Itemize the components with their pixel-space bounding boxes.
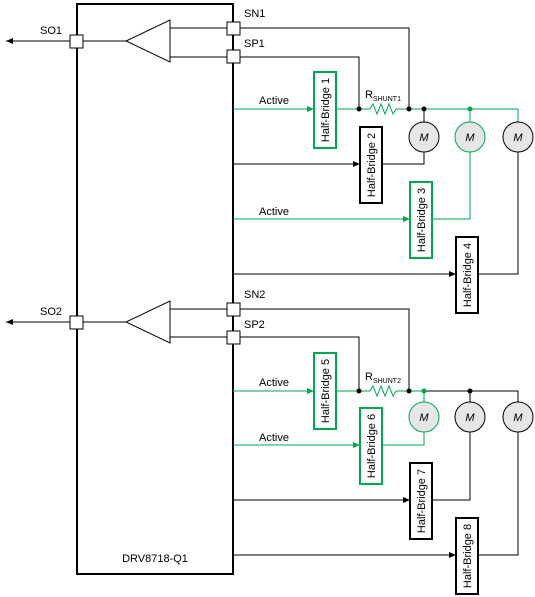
hb8-output-wire — [478, 432, 519, 556]
half-bridge-3-label: Half-Bridge 3 — [416, 188, 428, 252]
motor-1-label: M — [419, 132, 429, 144]
sp2-pin — [226, 330, 241, 345]
hb3-output-wire — [432, 152, 471, 220]
so1-label: SO1 — [40, 25, 62, 37]
half-bridge-7 — [409, 462, 433, 540]
shunt2-label: RSHUNT2 — [365, 371, 401, 385]
half-bridge-5-label: Half-Bridge 5 — [320, 359, 332, 423]
sp2-sense-wire — [240, 336, 360, 391]
half-bridge-4 — [455, 236, 479, 314]
sp2-label: SP2 — [244, 319, 265, 331]
half-bridge-1-label: Half-Bridge 1 — [320, 78, 332, 142]
node-dot — [356, 106, 362, 112]
hb6-active-label: Active — [259, 432, 289, 444]
so2-label: SO2 — [40, 306, 62, 318]
motor-6-label: M — [513, 412, 523, 424]
sn1-sense-wire — [240, 27, 410, 109]
node-dot — [406, 388, 412, 394]
half-bridge-4-label: Half-Bridge 4 — [462, 243, 474, 307]
node-dot — [421, 388, 427, 394]
hb5-active-label: Active — [259, 377, 289, 389]
node-dot — [406, 106, 412, 112]
shunt1-to-motors-wire — [396, 108, 519, 123]
half-bridge-7-label: Half-Bridge 7 — [416, 469, 428, 533]
hb3-active-label: Active — [259, 206, 289, 218]
node-dot — [467, 388, 473, 394]
so1-pin — [69, 34, 84, 49]
shunt2-to-motors-wire — [424, 390, 519, 402]
shunt1-label: RSHUNT1 — [365, 89, 401, 103]
motor-2-label: M — [465, 132, 475, 144]
sn2-label: SN2 — [244, 289, 265, 301]
half-bridge-3 — [409, 181, 433, 259]
motor-5-label: M — [465, 412, 475, 424]
sp1-sense-wire — [240, 56, 360, 109]
device-name: DRV8718-Q1 — [122, 553, 188, 565]
half-bridge-2 — [359, 126, 383, 204]
half-bridge-6 — [359, 407, 383, 485]
sp1-label: SP1 — [244, 38, 265, 50]
sn2-sense-wire — [240, 308, 410, 391]
device-box — [76, 3, 234, 575]
shunt-resistor-2 — [369, 384, 397, 398]
sn1-label: SN1 — [244, 8, 265, 20]
motor-3-label: M — [513, 132, 523, 144]
hb6-output-wire — [382, 432, 425, 446]
amplifier-2 — [124, 300, 171, 344]
amplifier-1 — [124, 19, 171, 63]
motor-4-label: M — [419, 412, 429, 424]
sn1-pin — [226, 21, 241, 36]
so2-pin — [69, 315, 84, 330]
sn2-pin — [226, 302, 241, 317]
half-bridge-2-label: Half-Bridge 2 — [366, 133, 378, 197]
hb2-output-wire — [382, 152, 425, 165]
half-bridge-1 — [313, 71, 337, 149]
sp1-pin — [226, 49, 241, 64]
hb1-active-label: Active — [259, 95, 289, 107]
node-dot — [356, 388, 362, 394]
hb4-output-wire — [478, 152, 519, 275]
shunt-resistor-1 — [369, 102, 397, 116]
half-bridge-8 — [455, 517, 479, 595]
half-bridge-6-label: Half-Bridge 6 — [366, 414, 378, 478]
hb7-output-wire — [432, 432, 471, 501]
half-bridge-8-label: Half-Bridge 8 — [462, 524, 474, 588]
